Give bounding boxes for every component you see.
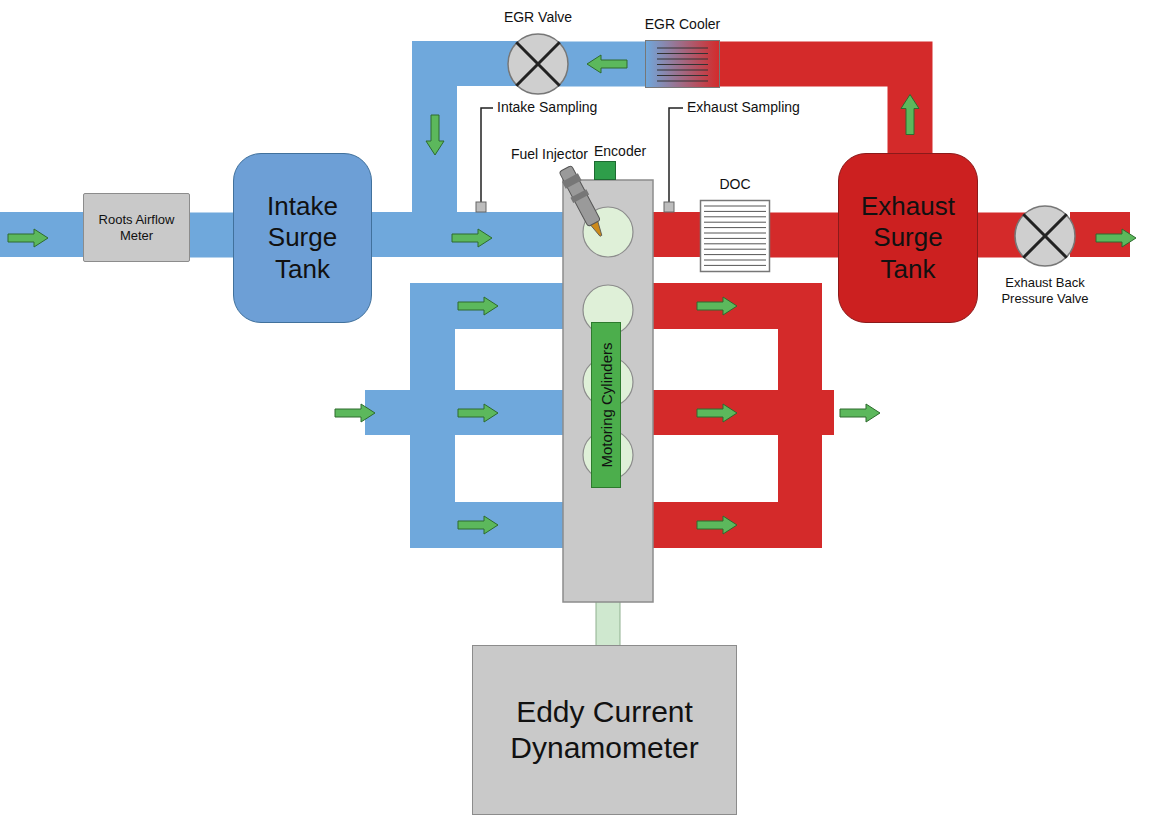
node-text: Exhaust Surge Tank — [845, 191, 971, 285]
exhaust-manifold — [650, 283, 834, 548]
pipe-connector — [758, 213, 850, 258]
callout-label: Exhaust Sampling — [687, 99, 800, 115]
sampling-port — [476, 202, 486, 212]
callout-label: Intake Sampling — [497, 99, 597, 115]
part-label: EGR Valve — [504, 9, 572, 26]
shape-outline — [645, 40, 720, 88]
shape-outline — [1014, 205, 1076, 267]
valve-symbol: Exhaust Back Pressure Valve — [1014, 205, 1076, 267]
flow-arrow — [901, 95, 919, 135]
surge-tank: Exhaust Surge Tank — [838, 153, 978, 323]
catalyst-box: DOC — [700, 200, 770, 272]
sampling-leader — [481, 108, 683, 202]
encoder-box: Encoder — [594, 161, 616, 180]
valve-symbol: EGR Valve — [507, 33, 569, 95]
surge-tank: Intake Surge Tank — [233, 153, 372, 323]
cooler-box: EGR Cooler — [645, 40, 720, 88]
node-text: Intake Surge Tank — [240, 191, 365, 285]
pipe-connector — [557, 42, 657, 87]
engine-block — [563, 180, 653, 602]
intake-manifold — [365, 283, 565, 548]
flow-arrow — [8, 115, 1136, 534]
dynamometer-box: Eddy Current Dynamometer — [472, 645, 737, 815]
part-label: EGR Cooler — [645, 16, 720, 33]
exhaust-pipe — [648, 212, 708, 257]
shaft — [596, 600, 620, 646]
part-label: DOC — [719, 176, 750, 193]
inlet-pipe — [0, 212, 92, 257]
callout-label: Fuel Injector — [511, 146, 588, 162]
shape-outline — [700, 200, 770, 272]
flow-meter-box: Roots Airflow Meter — [83, 193, 190, 262]
shape-outline — [594, 161, 616, 180]
node-text: Eddy Current Dynamometer — [479, 694, 730, 766]
node-text: Motoring Cylinders — [598, 342, 615, 467]
cylinder-label-box: Motoring Cylinders — [591, 322, 621, 488]
part-label: Encoder — [594, 143, 646, 160]
intake-pipe — [360, 212, 568, 257]
flow-arrow — [587, 55, 627, 73]
part-label: Exhaust Back Pressure Valve — [980, 275, 1110, 306]
node-text: Roots Airflow Meter — [90, 212, 183, 243]
egr-return-pipe — [412, 41, 522, 86]
shape-outline — [507, 33, 569, 95]
sampling-port — [664, 202, 674, 212]
